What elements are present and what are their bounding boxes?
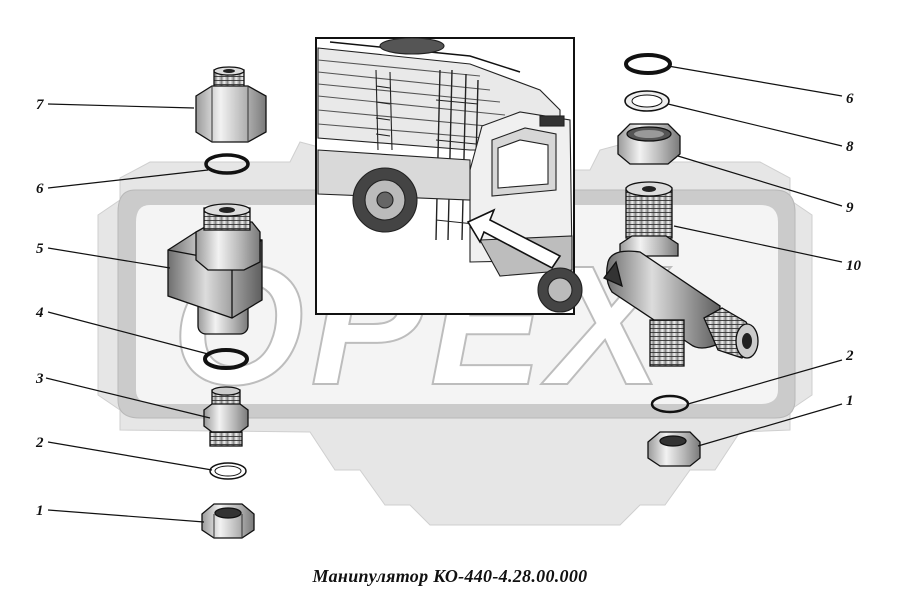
- diagram-caption: Манипулятор КО-440-4.28.00.000: [312, 566, 588, 586]
- callout-7-left: 7: [36, 97, 44, 113]
- callout-6-right: 6: [846, 91, 854, 107]
- part-1-nut-right: [647, 431, 701, 467]
- callout-5-left: 5: [36, 241, 44, 257]
- part-3-nipple: [203, 386, 249, 447]
- part-10-tee-fitting: [602, 181, 759, 367]
- callout-9-right: 9: [846, 200, 854, 216]
- part-9-union-nut: [617, 123, 681, 165]
- callout-labels: 7 6 5 4 3 2 1 6 8 9 10 2 1: [35, 91, 862, 519]
- callout-10-right: 10: [846, 258, 862, 274]
- callout-6-left: 6: [36, 181, 44, 197]
- pointer-arrow: [466, 208, 562, 270]
- part-6-o-ring-right: [624, 53, 672, 75]
- part-2-washer-left: [209, 462, 247, 480]
- callout-1-right: 1: [846, 393, 854, 409]
- part-8-washer: [624, 90, 670, 112]
- callout-2-right: 2: [845, 348, 854, 364]
- callout-1-left: 1: [36, 503, 44, 519]
- part-7-reducer-fitting: [195, 66, 267, 143]
- inset-truck-illustration: [315, 37, 583, 315]
- leader-lines: [45, 65, 843, 523]
- part-1-nut-left: [201, 503, 255, 539]
- callout-3-left: 3: [35, 371, 44, 387]
- callout-8-right: 8: [846, 139, 854, 155]
- callout-4-left: 4: [35, 305, 44, 321]
- part-4-o-ring: [203, 348, 249, 370]
- callout-2-left: 2: [35, 435, 44, 451]
- part-6-o-ring-left: [204, 153, 250, 175]
- part-5-bracket-body: [167, 203, 263, 335]
- truck-body: [317, 37, 583, 313]
